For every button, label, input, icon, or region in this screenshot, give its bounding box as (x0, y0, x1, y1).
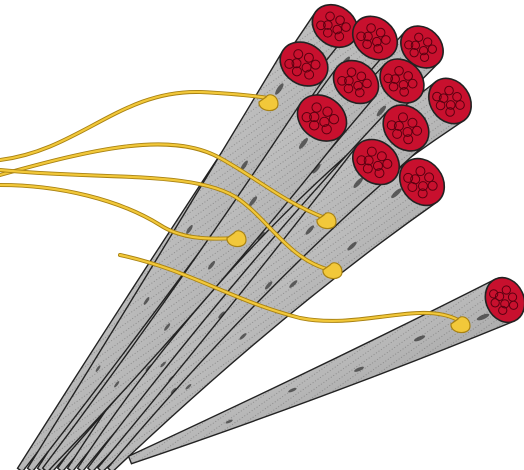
muscle-fibers-illustration (0, 0, 524, 470)
